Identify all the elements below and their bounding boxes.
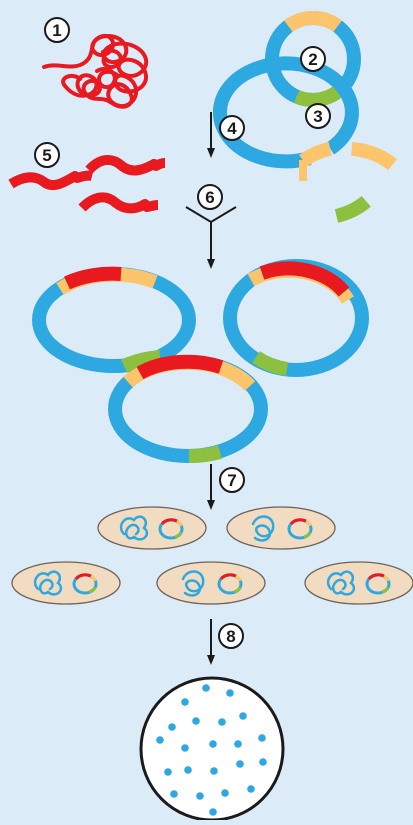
- step-badge-circle: [219, 467, 245, 493]
- step-number: 7: [227, 471, 236, 490]
- marker-segment: [233, 586, 242, 594]
- marker-segment: [381, 586, 390, 594]
- petri-dish: [139, 676, 285, 822]
- marker-segment: [303, 531, 312, 539]
- restriction-segment: [383, 574, 390, 582]
- dna-fragment: [8, 170, 94, 191]
- step-badge: 4: [219, 115, 245, 141]
- recombinant-plasmid: [223, 259, 369, 377]
- colony: [234, 740, 242, 748]
- colony: [218, 718, 226, 726]
- colony: [184, 766, 192, 774]
- recombinant-plasmid: [108, 354, 268, 463]
- step-badge-circle: [300, 46, 326, 72]
- step-badge-circle: [44, 17, 70, 43]
- colony: [247, 785, 255, 793]
- bacterial-chromosome: [251, 515, 275, 542]
- merge-y-icon: [185, 206, 237, 269]
- step-badge-circle: [197, 184, 223, 210]
- bacterium-cell: [11, 561, 121, 605]
- colony: [164, 768, 172, 776]
- colony: [226, 689, 234, 697]
- bacterial-chromosome: [33, 570, 63, 596]
- recombinant-plasmid: [32, 266, 196, 373]
- step-number: 6: [205, 188, 214, 207]
- step-badge: 1: [44, 17, 70, 43]
- insert-segment: [74, 573, 92, 581]
- bacterium: [11, 561, 121, 605]
- step-badge-circle: [305, 103, 331, 129]
- dna-fragments: [8, 155, 166, 214]
- step-badge: 8: [218, 623, 244, 649]
- dna-fragment: [85, 155, 166, 176]
- step-number: 5: [42, 146, 51, 165]
- bacterium-cell: [226, 506, 336, 550]
- bacterium: [156, 561, 266, 605]
- insert-segment: [367, 573, 385, 581]
- marker-segment: [88, 586, 97, 594]
- genomic-dna-tangle: [42, 33, 149, 109]
- colony: [221, 789, 229, 797]
- step-number: 3: [313, 107, 322, 126]
- restriction-segment: [176, 519, 183, 527]
- colony: [170, 790, 178, 798]
- step-number: 4: [227, 119, 237, 138]
- colony: [181, 744, 189, 752]
- bacterial-chromosome: [181, 570, 205, 597]
- colony: [156, 736, 164, 744]
- step-badge: 2: [300, 46, 326, 72]
- insert-segment: [289, 518, 307, 526]
- insert-segment: [160, 518, 178, 526]
- colony: [209, 740, 217, 748]
- bacterial-chromosome: [326, 570, 356, 596]
- restriction-segment: [235, 574, 242, 582]
- step-badge-circle: [219, 115, 245, 141]
- bacterium: [97, 506, 207, 550]
- dna-fragment: [78, 192, 159, 214]
- insert-segment: [219, 573, 237, 581]
- step-number: 1: [52, 21, 61, 40]
- colony: [209, 808, 217, 816]
- restriction-segment: [90, 574, 97, 582]
- colony: [210, 767, 218, 775]
- bacterium-cell: [156, 561, 266, 605]
- colony: [239, 712, 247, 720]
- transformed-bacteria: [11, 506, 413, 605]
- step-number: 2: [308, 50, 317, 69]
- colony: [258, 734, 266, 742]
- bacterial-chromosome: [119, 515, 149, 541]
- colony: [202, 684, 210, 692]
- bacterium-cell: [97, 506, 207, 550]
- bacterium-cell: [304, 561, 413, 605]
- step-badge-circle: [34, 142, 60, 168]
- step-badge: 3: [305, 103, 331, 129]
- step-badge-circle: [218, 623, 244, 649]
- colony: [236, 760, 244, 768]
- bacterial-colonies: [156, 684, 267, 816]
- bacterium: [304, 561, 413, 605]
- step-badges: 1 2 3 4 5 6 7 8: [34, 17, 331, 649]
- step-number: 8: [226, 627, 235, 646]
- step-badge: 6: [197, 184, 223, 210]
- colony: [196, 792, 204, 800]
- step-badge: 5: [34, 142, 60, 168]
- restriction-segment: [305, 519, 312, 527]
- step-badge: 7: [219, 467, 245, 493]
- colony: [192, 717, 200, 725]
- colony: [181, 698, 189, 706]
- colony: [259, 758, 267, 766]
- colony: [168, 723, 176, 731]
- marker-segment: [174, 531, 183, 539]
- bacterium: [226, 506, 336, 550]
